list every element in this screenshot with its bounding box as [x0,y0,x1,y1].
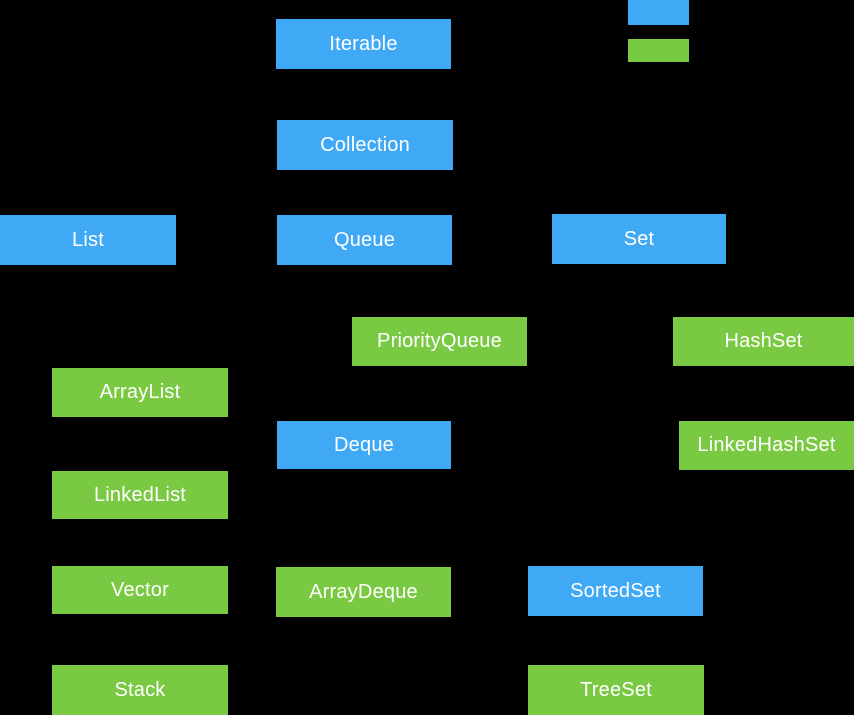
legend-class-swatch [628,39,689,62]
node-linkedhashset: LinkedHashSet [679,421,854,470]
node-sortedset: SortedSet [528,566,703,616]
node-iterable: Iterable [276,19,451,69]
node-deque: Deque [277,421,451,469]
node-stack: Stack [52,665,228,715]
node-linkedlist: LinkedList [52,471,228,519]
node-hashset: HashSet [673,317,854,366]
node-arraydeque: ArrayDeque [276,567,451,617]
node-treeset: TreeSet [528,665,704,715]
node-queue: Queue [277,215,452,265]
node-vector: Vector [52,566,228,614]
node-priorityqueue: PriorityQueue [352,317,527,366]
legend-interface-swatch [628,0,689,25]
node-arraylist: ArrayList [52,368,228,417]
node-list: List [0,215,176,265]
node-set: Set [552,214,726,264]
node-collection: Collection [277,120,453,170]
